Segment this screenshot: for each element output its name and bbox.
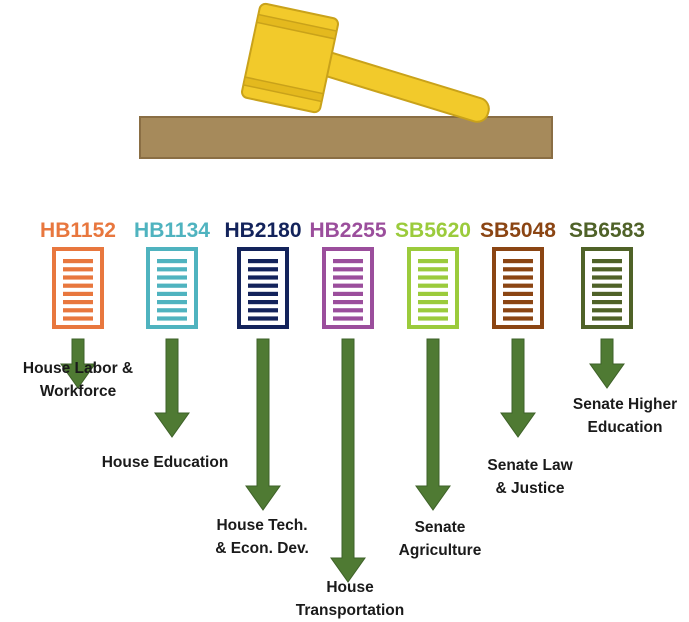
down-arrow-icon xyxy=(415,338,451,511)
down-arrow-icon xyxy=(500,338,536,438)
down-arrow-icon xyxy=(154,338,190,438)
committee-label-line: House xyxy=(326,579,374,596)
bill-label: SB6583 xyxy=(569,219,645,242)
document-icon xyxy=(407,247,459,329)
gavel-head xyxy=(241,2,339,114)
committee-label-line: Transportation xyxy=(296,602,405,619)
bill-label: HB2180 xyxy=(224,219,301,242)
down-arrow-icon xyxy=(330,338,366,583)
committee-label-line: & Justice xyxy=(496,480,565,497)
gavel-icon xyxy=(139,2,553,159)
committee-label-line: Agriculture xyxy=(399,542,482,559)
committee-label-line: Education xyxy=(588,419,663,436)
document-icon xyxy=(492,247,544,329)
bill-label: HB1152 xyxy=(40,219,116,242)
down-arrow-icon xyxy=(589,338,625,389)
bill-label: SB5048 xyxy=(480,219,556,242)
committee-label-line: Senate Higher xyxy=(573,396,677,413)
document-icon xyxy=(146,247,198,329)
down-arrow-icon xyxy=(245,338,281,511)
document-icon xyxy=(322,247,374,329)
down-arrow-icon xyxy=(60,338,96,389)
bill-label: SB5620 xyxy=(395,219,471,242)
committee-label-line: House Labor & xyxy=(23,360,133,377)
gavel-sound-block xyxy=(139,116,553,159)
document-icon xyxy=(52,247,104,329)
committee-label-line: Senate Law xyxy=(487,457,573,474)
committee-label-line: House Tech. xyxy=(216,517,307,534)
committee-label: House Labor & Workforce xyxy=(23,360,133,400)
committee-label-line: House Education xyxy=(102,454,229,471)
committee-label: House Education xyxy=(102,454,229,471)
committee-label: House Tech. & Econ. Dev. xyxy=(215,517,309,557)
committee-label: Senate Law & Justice xyxy=(487,457,573,497)
document-icon xyxy=(237,247,289,329)
bill-label: HB1134 xyxy=(134,219,210,242)
committee-label-line: & Econ. Dev. xyxy=(215,540,309,557)
committee-label-line: Workforce xyxy=(40,383,117,400)
document-icon xyxy=(581,247,633,329)
committee-label-line: Senate xyxy=(415,519,466,536)
bill-label: HB2255 xyxy=(309,219,386,242)
